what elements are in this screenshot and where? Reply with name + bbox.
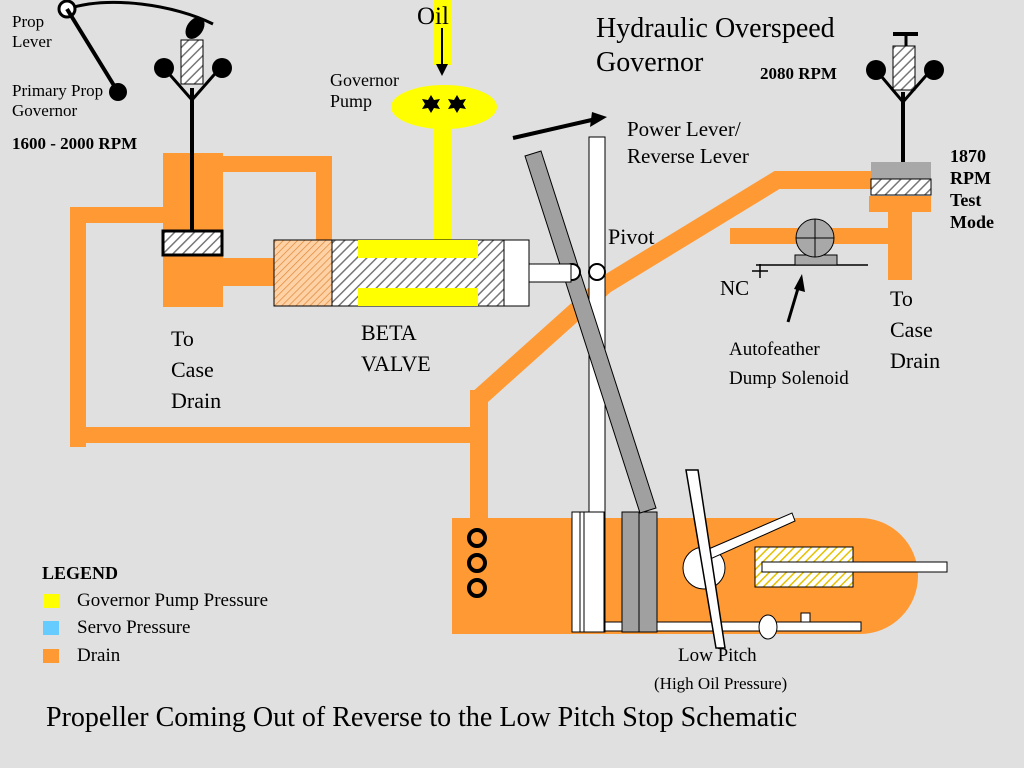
legend-item: Servo Pressure (43, 617, 190, 639)
diagram-title: Propeller Coming Out of Reverse to the L… (46, 702, 798, 733)
beta-valve-label: BETA VALVE (361, 320, 431, 376)
low-pitch-label: Low Pitch (678, 645, 757, 666)
drain-ports (467, 528, 487, 598)
legend-swatch-servo (43, 621, 59, 635)
overspeed-governor (866, 32, 944, 196)
governor-pump-label: Governor Pump (330, 70, 399, 111)
primary-rpm-label: 1600 - 2000 RPM (12, 134, 138, 153)
legend-item: Governor Pump Pressure (43, 590, 268, 612)
legend-swatch-pump (43, 594, 59, 608)
power-lever-label: Power Lever/ Reverse Lever (627, 117, 749, 169)
pump-gears (422, 95, 466, 113)
case-drain-right-label: To Case Drain (890, 286, 941, 373)
legend-title: LEGEND (42, 563, 119, 583)
primary-prop-governor (57, 0, 232, 257)
pivot-point-right (588, 263, 606, 281)
overspeed-rpm-label: 2080 RPM (760, 64, 837, 83)
autofeather-solenoid (752, 218, 868, 323)
power-lever-arrow (590, 112, 607, 127)
power-lever-bar (524, 150, 657, 514)
legend-swatch-drain (43, 649, 59, 663)
legend-label: Governor Pump Pressure (77, 590, 269, 611)
legend-label: Drain (77, 645, 121, 666)
drain-diagonal-line (472, 171, 875, 405)
nc-label: NC (720, 276, 750, 300)
pivot-label: Pivot (608, 224, 655, 249)
autofeather-label: Autofeather Dump Solenoid (729, 339, 849, 390)
legend-item: Drain (43, 645, 120, 667)
legend-label: Servo Pressure (77, 617, 191, 638)
prop-lever-label: Prop Lever (12, 12, 52, 51)
oil-flow-arrow (436, 64, 448, 76)
beta-valve (273, 239, 572, 307)
governor-pump (391, 85, 497, 129)
high-oil-pressure-label: (High Oil Pressure) (654, 674, 788, 693)
case-drain-left-label: To Case Drain (171, 326, 222, 413)
overspeed-governor-title: Hydraulic Overspeed Governor (596, 13, 835, 78)
primary-prop-governor-label: Primary Prop Governor (12, 81, 104, 120)
low-pitch-stop (685, 469, 726, 649)
oil-label: Oil (417, 3, 449, 30)
test-mode-label: 1870 RPM Test Mode (950, 146, 994, 232)
